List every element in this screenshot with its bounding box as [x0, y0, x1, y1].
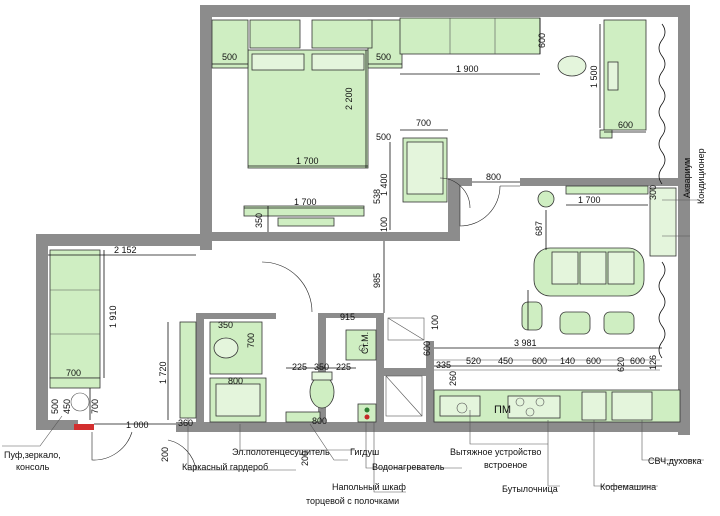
hall-wardrobe [49, 249, 101, 379]
dim-desk-length: 1 500 [589, 65, 599, 88]
dim-hall-2152: 2 152 [114, 245, 137, 255]
dim-bed-width: 1 700 [296, 156, 319, 166]
dim-kitchen-450: 450 [498, 356, 513, 366]
dim-bedroom-wall: 1 700 [294, 197, 317, 207]
label-water-heater: Водонагреватель [372, 462, 445, 472]
label-bottle-holder: Бутылочница [502, 484, 558, 494]
label-floor-cabinet-1: Напольный шкаф [332, 482, 406, 492]
dim-bath-700: 700 [246, 333, 256, 348]
dim-gap-100a: 100 [379, 217, 389, 232]
curtains [649, 23, 677, 359]
marker-st-m: Ст.М. [360, 332, 370, 354]
nightstand-left [211, 19, 249, 69]
label-microwave-oven: СВЧ,духовка [648, 456, 702, 466]
dim-bath-260: 260 [448, 371, 458, 386]
dim-kitchen-140: 140 [560, 356, 575, 366]
dim-kitchen-600c: 600 [630, 356, 645, 366]
dim-hall-1720: 1 720 [158, 361, 168, 384]
watermark: Avito [660, 487, 698, 506]
kitchen [433, 359, 681, 423]
dim-kitchen-3981: 3 981 [514, 338, 537, 348]
dim-bath-350b: 350 [314, 362, 329, 372]
callout-leaders [2, 199, 704, 493]
dim-door-800: 800 [486, 172, 501, 182]
label-hood-1: Вытяжное устройство [450, 447, 541, 457]
bedroom-tv [277, 217, 335, 227]
label-coffee-machine: Кофемашина [600, 482, 656, 492]
label-floor-cabinet-2: торцевой с полочками [306, 496, 399, 506]
dim-bath-225a: 225 [292, 362, 307, 372]
dim-kitchen-600b: 600 [586, 356, 601, 366]
callout-labels: Аквариум Кондиционер Пуф,зеркало, консол… [4, 148, 706, 506]
dim-kitchen-620: 620 [616, 357, 626, 372]
dim-gap-687: 687 [534, 221, 544, 236]
dim-bed-length: 2 200 [344, 87, 354, 110]
dim-tv-1700: 1 700 [578, 195, 601, 205]
dim-wardrobe-length: 1 900 [456, 64, 479, 74]
dim-bath-350: 350 [218, 320, 233, 330]
dim-bath-800b: 800 [312, 416, 327, 426]
dim-bath-915: 915 [340, 312, 355, 322]
dim-bed-left: 500 [222, 52, 237, 62]
dim-bath-600: 600 [422, 341, 432, 356]
dim-kitchen-126: 126 [648, 355, 658, 370]
dim-hall-200b: 200 [300, 451, 310, 466]
water-heater [357, 403, 377, 423]
dim-bath-100: 100 [430, 315, 440, 330]
dim-hall-360: 360 [178, 418, 193, 428]
dim-bath-335: 335 [436, 360, 451, 370]
living-room [521, 185, 649, 335]
dim-hall-1000: 1 000 [126, 420, 149, 430]
label-aquarium: Аквариум [682, 158, 692, 198]
dim-hall-500: 500 [50, 399, 60, 414]
dimension-lines [48, 18, 662, 425]
dim-sofa-length: 1 400 [379, 173, 389, 196]
label-puf: Пуф,зеркало, [4, 450, 61, 460]
label-hood-2: встроеное [484, 460, 527, 470]
dim-bath-800a: 800 [228, 376, 243, 386]
dim-gap-300: 300 [648, 185, 658, 200]
marker-pm: ПМ [494, 404, 511, 416]
label-towel-dryer: Эл.полотенцесушитель [232, 447, 330, 457]
desk-chair [557, 55, 587, 77]
dim-hall-700a: 700 [66, 368, 81, 378]
label-frame-wardrobe: Каркасный гардероб [182, 462, 268, 472]
toilet [309, 375, 335, 409]
label-console: консоль [16, 462, 50, 472]
dim-desk-depth: 600 [618, 120, 633, 130]
bedroom [211, 17, 647, 227]
markers: Ст.М. ПМ [360, 332, 511, 416]
doors [91, 177, 520, 471]
dim-hall-985: 985 [372, 273, 382, 288]
label-conditioner: Кондиционер [696, 148, 706, 204]
walls [36, 5, 690, 435]
aquarium-stand [649, 187, 677, 257]
dim-gap-350: 350 [254, 213, 264, 228]
dim-sofa-left: 500 [376, 132, 391, 142]
dim-kitchen-600a: 600 [532, 356, 547, 366]
dim-gap-538: 538 [372, 189, 382, 204]
dim-hall-200a: 200 [160, 447, 170, 462]
wardrobe [399, 17, 541, 55]
dim-bath-225b: 225 [336, 362, 351, 372]
dim-wardrobe-depth: 600 [537, 33, 547, 48]
dim-hall-1910: 1 910 [108, 305, 118, 328]
dim-sofa-width: 700 [416, 118, 431, 128]
dim-bed-right: 500 [376, 52, 391, 62]
hallway [49, 249, 197, 419]
entrance-marker [74, 424, 94, 430]
dimension-labels: 500 500 2 200 1 700 600 1 900 1 500 600 … [50, 33, 658, 466]
dim-kitchen-520: 520 [466, 356, 481, 366]
dim-hall-450: 450 [62, 399, 72, 414]
frame-wardrobe [179, 321, 197, 419]
bathroom [209, 317, 425, 423]
label-hygiene-shower: Гигдуш [350, 447, 379, 457]
dim-hall-700b: 700 [90, 399, 100, 414]
